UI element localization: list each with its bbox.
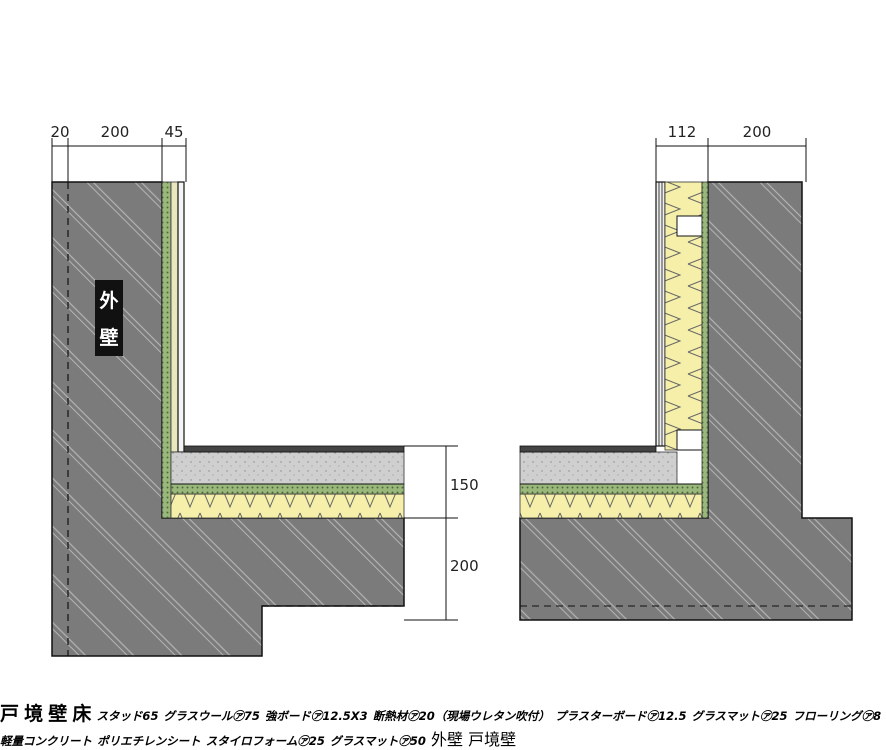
dim-200-left: 200 xyxy=(101,123,130,141)
label-stud: スタッド65 xyxy=(96,709,159,723)
label-glassmat-floor: グラスマット㋐50 xyxy=(329,734,426,748)
right-floor-concrete xyxy=(519,451,678,485)
right-foam-insulation xyxy=(701,181,709,519)
outer-wall-label-box xyxy=(95,280,123,356)
dim-112: 112 xyxy=(668,123,697,141)
right-floor-glassmat xyxy=(519,493,703,519)
label-poly-sheet: ポリエチレンシート xyxy=(97,734,201,748)
dim-45: 45 xyxy=(164,123,183,141)
outer-wall-label-1: 外 xyxy=(99,289,118,312)
left-plasterboard xyxy=(177,181,185,453)
stud-top xyxy=(676,215,703,237)
left-floor-glassmat xyxy=(170,493,405,519)
right-flooring xyxy=(519,445,657,453)
floor-dimensions xyxy=(404,445,458,621)
diagram-canvas: 20 200 45 112 200 150 200 外 壁 xyxy=(50,123,853,657)
label-glassmat-wall: グラスマット㋐25 xyxy=(691,709,788,723)
top-right-dimensions xyxy=(655,138,807,182)
label-flooring: フローリング㋐8 xyxy=(792,709,882,723)
party-wall-label-box: 戸 境 壁 床 スタッド65 グラスウール㋐75 強ボード㋐12.5X3 断熱材… xyxy=(0,703,882,749)
section-diagram: 20 200 45 112 200 150 200 外 壁 戸 境 壁 床 xyxy=(0,123,881,749)
dim-200-right: 200 xyxy=(743,123,772,141)
party-wall-label-1: 戸 xyxy=(0,703,20,725)
dim-20: 20 xyxy=(50,123,69,141)
outer-wall-label-source: 外壁 xyxy=(430,730,463,749)
party-wall-label-source: 戸境壁 xyxy=(468,730,517,749)
stud-bottom xyxy=(676,429,703,451)
left-floor-styrofoam xyxy=(170,483,405,495)
dim-150: 150 xyxy=(450,476,479,494)
left-foam-insulation xyxy=(161,181,172,519)
party-wall-label-3: 壁 xyxy=(48,703,68,725)
dim-200-floor: 200 xyxy=(450,557,479,575)
top-left-dimensions xyxy=(51,138,187,182)
left-flooring xyxy=(183,445,405,453)
outer-wall-concrete xyxy=(51,181,405,657)
label-board-double: 強ボード㋐12.5X3 xyxy=(264,709,368,723)
floor-label: 床 xyxy=(72,703,92,725)
outer-wall-label-2: 壁 xyxy=(99,326,118,349)
label-insulation: 断熱材㋐20（現場ウレタン吹付） xyxy=(372,709,550,723)
label-glasswool: グラスウール㋐75 xyxy=(163,709,260,723)
left-floor-concrete xyxy=(170,451,405,485)
left-glassmat xyxy=(170,181,179,453)
right-floor-styrofoam xyxy=(519,483,703,495)
label-plasterboard: プラスターボード㋐12.5 xyxy=(554,709,687,723)
party-wall-label-2: 境 xyxy=(24,703,44,725)
label-concrete: 軽量コンクリート xyxy=(0,734,92,748)
floor-label-box: 床 スタッド65 グラスウール㋐75 強ボード㋐12.5X3 断熱材㋐20（現場… xyxy=(0,703,882,749)
label-styrofoam: スタイロフォーム㋐25 xyxy=(205,734,325,748)
right-board-layers xyxy=(655,181,666,447)
